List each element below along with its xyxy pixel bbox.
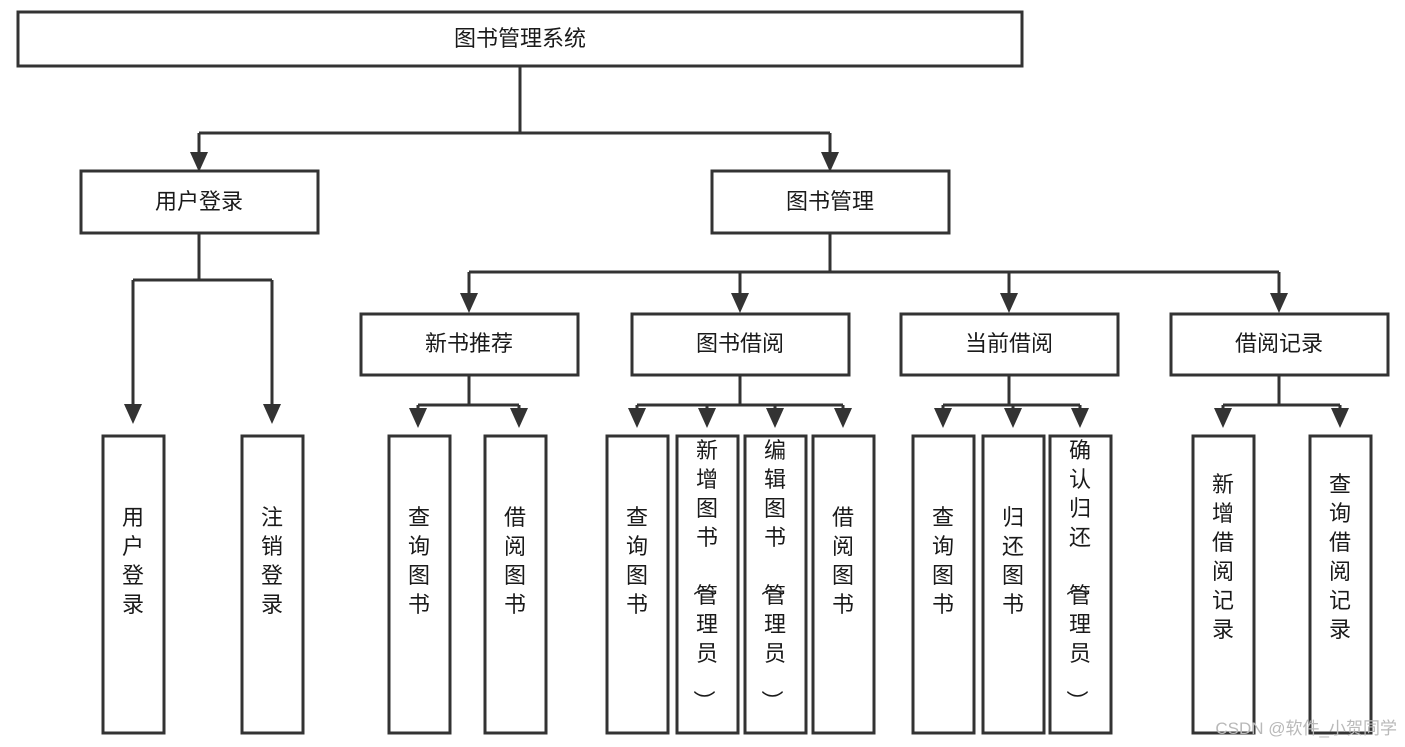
node-leaf-10[interactable]: 归还图书: [981, 434, 1046, 735]
node-box-leaf-10[interactable]: [981, 434, 1046, 735]
arrow-icon: [766, 408, 784, 428]
node-box-leaf-7[interactable]: [743, 434, 808, 735]
arrow-icon: [460, 293, 478, 313]
node-new-book-rec[interactable]: 新书推荐: [359, 312, 580, 377]
node-label-leaf-7: 编辑图书（管理员）: [759, 438, 786, 712]
node-book-borrow[interactable]: 图书借阅: [630, 312, 851, 377]
node-box-leaf-12[interactable]: [1191, 434, 1256, 735]
arrow-icon: [834, 408, 852, 428]
node-box-leaf-3[interactable]: [387, 434, 452, 735]
arrow-icon: [698, 408, 716, 428]
arrow-icon: [1331, 408, 1349, 428]
arrow-icon: [1000, 293, 1018, 313]
arrow-icon: [1071, 408, 1089, 428]
node-label-user-login: 用户登录: [155, 189, 243, 214]
connector-group-borrow-record: [1214, 375, 1349, 428]
node-label-leaf-5: 查询图书: [626, 505, 648, 617]
node-label-leaf-6: 新增图书（管理员）: [691, 438, 718, 712]
node-box-root[interactable]: [16, 10, 1024, 68]
node-label-leaf-9: 查询图书: [932, 505, 954, 617]
node-label-leaf-8: 借阅图书: [832, 505, 854, 617]
node-leaf-4[interactable]: 借阅图书: [483, 434, 548, 735]
node-leaf-2[interactable]: 注销登录: [240, 434, 305, 735]
connector-group-book-borrow: [628, 375, 852, 428]
arrow-icon: [821, 152, 839, 172]
node-label-leaf-13: 查询借阅记录: [1329, 472, 1351, 642]
watermark-label: CSDN @软件_小贺同学: [1215, 719, 1397, 738]
node-label-leaf-1: 用户登录: [122, 505, 144, 617]
node-leaf-11[interactable]: 确认归还（管理员）: [1048, 434, 1113, 735]
node-label-leaf-10: 归还图书: [1002, 505, 1024, 617]
node-leaf-5[interactable]: 查询图书: [605, 434, 670, 735]
node-label-leaf-3: 查询图书: [408, 505, 430, 617]
node-label-current-borrow: 当前借阅: [965, 331, 1053, 356]
node-label-leaf-12: 新增借阅记录: [1212, 472, 1234, 642]
node-label-book-manage: 图书管理: [786, 189, 874, 214]
node-leaf-8[interactable]: 借阅图书: [811, 434, 876, 735]
node-label-new-book-rec: 新书推荐: [425, 331, 513, 356]
connector-group-current-borrow: [934, 375, 1089, 428]
connector-group-user-login: [124, 233, 281, 424]
node-box-leaf-1[interactable]: [101, 434, 166, 735]
node-leaf-6[interactable]: 新增图书（管理员）: [675, 434, 740, 735]
node-box-leaf-4[interactable]: [483, 434, 548, 735]
node-box-leaf-11[interactable]: [1048, 434, 1113, 735]
node-box-user-login[interactable]: [79, 169, 320, 235]
arrow-icon: [1214, 408, 1232, 428]
node-label-book-borrow: 图书借阅: [696, 331, 784, 356]
node-box-current-borrow[interactable]: [899, 312, 1120, 377]
node-leaf-3[interactable]: 查询图书: [387, 434, 452, 735]
node-label-leaf-11: 确认归还（管理员）: [1064, 438, 1091, 712]
node-box-leaf-13[interactable]: [1308, 434, 1373, 735]
node-label-leaf-4: 借阅图书: [504, 505, 526, 617]
arrow-icon: [1004, 408, 1022, 428]
node-box-leaf-9[interactable]: [911, 434, 976, 735]
node-box-book-borrow[interactable]: [630, 312, 851, 377]
arrow-icon: [190, 152, 208, 172]
node-box-borrow-record[interactable]: [1169, 312, 1390, 377]
arrow-icon: [124, 404, 142, 424]
node-leaf-7[interactable]: 编辑图书（管理员）: [743, 434, 808, 735]
node-leaf-1[interactable]: 用户登录: [101, 434, 166, 735]
node-leaf-12[interactable]: 新增借阅记录: [1191, 434, 1256, 735]
arrow-icon: [934, 408, 952, 428]
node-label-root: 图书管理系统: [454, 26, 586, 51]
node-box-leaf-2[interactable]: [240, 434, 305, 735]
node-user-login[interactable]: 用户登录: [79, 169, 320, 235]
node-leaf-9[interactable]: 查询图书: [911, 434, 976, 735]
arrow-icon: [263, 404, 281, 424]
arrow-icon: [628, 408, 646, 428]
arrow-icon: [731, 293, 749, 313]
node-borrow-record[interactable]: 借阅记录: [1169, 312, 1390, 377]
node-book-manage[interactable]: 图书管理: [710, 169, 951, 235]
connector-group-root: [190, 66, 839, 172]
arrow-icon: [510, 408, 528, 428]
node-box-leaf-5[interactable]: [605, 434, 670, 735]
node-leaf-13[interactable]: 查询借阅记录: [1308, 434, 1373, 735]
node-box-leaf-8[interactable]: [811, 434, 876, 735]
node-box-leaf-6[interactable]: [675, 434, 740, 735]
connector-group-new-book-rec: [409, 375, 528, 428]
connector-group-book-manage: [460, 233, 1288, 313]
node-label-leaf-2: 注销登录: [261, 505, 283, 617]
node-box-new-book-rec[interactable]: [359, 312, 580, 377]
arrow-icon: [409, 408, 427, 428]
arrow-icon: [1270, 293, 1288, 313]
node-root[interactable]: 图书管理系统: [16, 10, 1024, 68]
node-box-book-manage[interactable]: [710, 169, 951, 235]
node-current-borrow[interactable]: 当前借阅: [899, 312, 1120, 377]
node-label-borrow-record: 借阅记录: [1235, 331, 1323, 356]
